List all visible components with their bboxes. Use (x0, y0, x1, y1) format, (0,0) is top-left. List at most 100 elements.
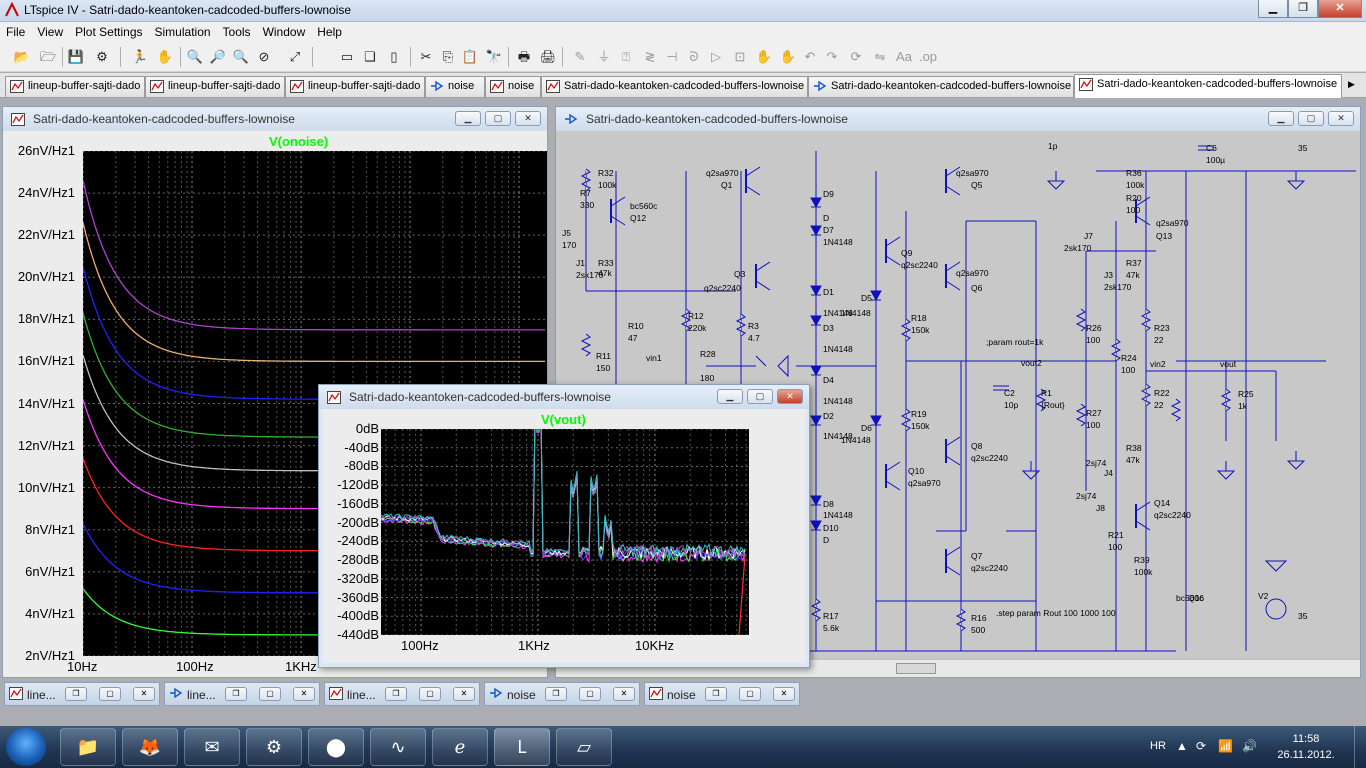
tab-satri-schematic[interactable]: Satri-dado-keantoken-cadcoded-buffers-lo… (808, 76, 1074, 97)
zoom-pan-icon[interactable]: 🔎 (209, 49, 227, 64)
rotate-icon[interactable]: ⟳ (850, 49, 862, 64)
maximize-button[interactable]: ▢ (485, 111, 511, 126)
autorange-icon[interactable]: ⤢ (289, 49, 301, 64)
sync-icon[interactable]: ⟳ (1196, 739, 1207, 753)
paste-icon[interactable]: 📋 (461, 49, 479, 64)
pan-icon[interactable]: ✋ (156, 49, 174, 64)
language-indicator[interactable]: HR (1150, 740, 1166, 752)
show-hidden-icons-icon[interactable]: ▲ (1176, 739, 1188, 753)
print-icon[interactable]: 🖨 (539, 49, 557, 64)
tab-noise-plot[interactable]: noise (485, 76, 541, 97)
trace-label[interactable]: V(vout) (541, 412, 586, 427)
capacitor-icon[interactable]: ⊣ (666, 49, 678, 64)
text-icon[interactable]: Aa (896, 49, 912, 64)
minimize-button[interactable]: ▁ (717, 389, 743, 404)
email-icon[interactable]: ✉ (184, 728, 240, 766)
find-icon[interactable]: 🔭 (485, 49, 503, 64)
noise-plot-titlebar[interactable]: Satri-dado-keantoken-cadcoded-buffers-lo… (3, 107, 547, 131)
restore-button[interactable]: ❐ (225, 687, 247, 701)
tab-satri-plot-active[interactable]: Satri-dado-keantoken-cadcoded-buffers-lo… (1074, 74, 1342, 98)
clock-time[interactable]: 11:58 (1292, 733, 1320, 745)
clock-date[interactable]: 26.11.2012. (1277, 749, 1335, 761)
restore-button[interactable]: ❐ (545, 687, 567, 701)
close-button[interactable]: ✕ (777, 389, 803, 404)
maximize-button[interactable]: ▢ (99, 687, 121, 701)
signal-icon[interactable]: 📶 (1218, 739, 1233, 753)
move-icon[interactable]: ✋ (755, 49, 773, 64)
close-button[interactable]: ✕ (453, 687, 475, 701)
tile-horizontal-icon[interactable]: ▭ (340, 49, 354, 64)
zoom-in-icon[interactable]: 🔍 (186, 49, 204, 64)
network-icon[interactable]: ⚙ (246, 728, 302, 766)
close-button[interactable]: ✕ (1318, 0, 1362, 18)
maximize-button[interactable]: ▢ (419, 687, 441, 701)
inductor-icon[interactable]: ᘐ (689, 49, 699, 64)
restore-button[interactable]: ❐ (1288, 0, 1318, 18)
ground-icon[interactable]: ⏚ (597, 49, 611, 64)
print-setup-icon[interactable]: 🖶 (517, 49, 531, 64)
maximize-button[interactable]: ▢ (579, 687, 601, 701)
close-button[interactable]: ✕ (515, 111, 541, 126)
oscilloscope-icon[interactable]: ∿ (370, 728, 426, 766)
restore-button[interactable]: ❐ (705, 687, 727, 701)
close-button[interactable]: ✕ (613, 687, 635, 701)
maximize-button[interactable]: ▢ (739, 687, 761, 701)
scrollbar-thumb[interactable] (896, 663, 936, 674)
tab-satri-plot[interactable]: Satri-dado-keantoken-cadcoded-buffers-lo… (541, 76, 808, 97)
tab-scroll-right-icon[interactable]: ▶ (1348, 79, 1355, 89)
zoom-out-icon[interactable]: 🔍 (232, 49, 250, 64)
spice-directive-icon[interactable]: .op (918, 49, 938, 64)
start-button[interactable] (6, 728, 46, 766)
mirror-icon[interactable]: ⇋ (874, 49, 886, 64)
close-button[interactable]: ✕ (1328, 111, 1354, 126)
open-icon[interactable]: 📂 (13, 49, 31, 64)
undo-icon[interactable]: ↶ (804, 49, 816, 64)
menu-help[interactable]: Help (317, 25, 342, 39)
minimized-window-1[interactable]: line... ❐▢✕ (4, 682, 160, 706)
vout-plot-canvas[interactable] (381, 429, 749, 635)
vout-plot-titlebar[interactable]: Satri-dado-keantoken-cadcoded-buffers-lo… (319, 385, 809, 409)
maximize-button[interactable]: ▢ (1298, 111, 1324, 126)
restore-button[interactable]: ❐ (385, 687, 407, 701)
resistor-icon[interactable]: ≷ (644, 49, 656, 64)
minimized-window-3[interactable]: line... ❐▢✕ (324, 682, 480, 706)
minimized-window-5[interactable]: noise ❐▢✕ (644, 682, 800, 706)
menu-file[interactable]: File (6, 25, 26, 39)
minimize-button[interactable]: ▁ (455, 111, 481, 126)
menu-simulation[interactable]: Simulation (154, 25, 211, 39)
component-icon[interactable]: ⊡ (734, 49, 746, 64)
menu-view[interactable]: View (37, 25, 64, 39)
menu-tools[interactable]: Tools (222, 25, 251, 39)
save-icon[interactable]: 💾 (67, 49, 85, 64)
copy-icon[interactable]: ⎘ (442, 49, 454, 64)
redo-icon[interactable]: ↷ (826, 49, 838, 64)
tab-lineup-2[interactable]: lineup-buffer-sajti-dado (145, 76, 285, 97)
zoom-cancel-icon[interactable]: ⊘ (258, 49, 270, 64)
cascade-icon[interactable]: ❏ (364, 49, 376, 64)
close-button[interactable]: ✕ (293, 687, 315, 701)
internet-explorer-icon[interactable]: ℯ (432, 728, 488, 766)
drag-icon[interactable]: ✋ (779, 49, 797, 64)
wire-icon[interactable]: ✎ (574, 49, 586, 64)
maximize-button[interactable]: ▢ (747, 389, 773, 404)
open-folder-icon[interactable]: 🗁 (39, 49, 57, 64)
label-icon[interactable]: ⍰ (622, 49, 630, 64)
tab-lineup-3[interactable]: lineup-buffer-sajti-dado (285, 76, 425, 97)
schematic-titlebar[interactable]: Satri-dado-keantoken-cadcoded-buffers-lo… (556, 107, 1360, 131)
notepad-icon[interactable]: ▱ (556, 728, 612, 766)
volume-icon[interactable]: 🔊 (1242, 739, 1257, 753)
minimized-window-4[interactable]: noise ❐▢✕ (484, 682, 640, 706)
explorer-icon[interactable]: 📁 (60, 728, 116, 766)
settings-icon[interactable]: ⚙ (96, 49, 108, 64)
show-desktop-button[interactable] (1354, 726, 1366, 768)
restore-button[interactable]: ❐ (65, 687, 87, 701)
cut-icon[interactable]: ✂ (420, 49, 432, 64)
ltspice-taskbar-icon[interactable]: Ⳑ (494, 728, 550, 766)
tab-lineup-1[interactable]: lineup-buffer-sajti-dado (5, 76, 145, 97)
maximize-button[interactable]: ▢ (259, 687, 281, 701)
minimize-button[interactable]: ▁ (1258, 0, 1288, 18)
antivirus-icon[interactable]: ⬤ (308, 728, 364, 766)
menu-window[interactable]: Window (262, 25, 306, 39)
firefox-icon[interactable]: 🦊 (122, 728, 178, 766)
diode-icon[interactable]: ▷ (711, 49, 721, 64)
